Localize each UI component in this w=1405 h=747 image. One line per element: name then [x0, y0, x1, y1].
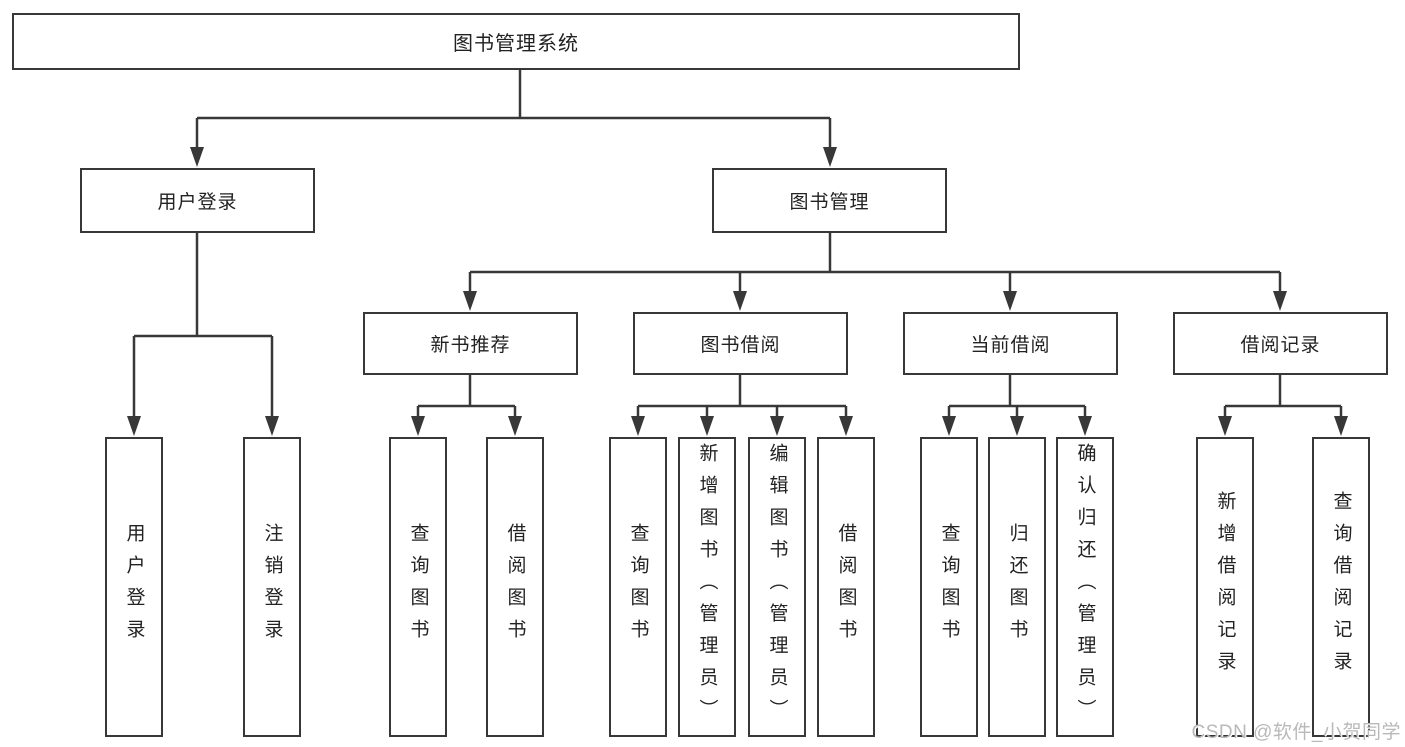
leaf-query-books-3-label: 查询图书: [938, 523, 960, 651]
leaf-add-borrow-record: 新增借阅记录: [1196, 437, 1254, 737]
leaf-edit-books-admin-label: 编辑图书（管理员）: [766, 443, 788, 731]
leaf-edit-books-admin: 编辑图书（管理员）: [748, 437, 806, 737]
leaf-borrow-books-1: 借阅图书: [486, 437, 544, 737]
leaf-borrow-books-1-label: 借阅图书: [504, 523, 526, 651]
leaf-logout: 注销登录: [243, 437, 301, 737]
leaf-query-books-2-label: 查询图书: [627, 523, 649, 651]
node-current-borrow: 当前借阅: [903, 312, 1118, 375]
leaf-query-books-3: 查询图书: [920, 437, 978, 737]
node-new-book-recommend-label: 新书推荐: [430, 335, 511, 356]
leaf-borrow-books-2: 借阅图书: [817, 437, 875, 737]
leaf-add-borrow-record-label: 新增借阅记录: [1214, 491, 1236, 683]
node-book-management-label: 图书管理: [789, 192, 870, 213]
leaf-add-books-admin-label: 新增图书（管理员）: [696, 443, 718, 731]
leaf-query-books-1-label: 查询图书: [407, 523, 429, 651]
csdn-watermark: CSDN @软件_小贺同学: [1191, 722, 1401, 743]
node-new-book-recommend: 新书推荐: [363, 312, 578, 375]
leaf-query-borrow-record: 查询借阅记录: [1312, 437, 1370, 737]
node-root-label: 图书管理系统: [453, 33, 579, 55]
leaf-logout-label: 注销登录: [261, 523, 283, 651]
leaf-add-books-admin: 新增图书（管理员）: [678, 437, 736, 737]
leaf-confirm-return-admin: 确认归还（管理员）: [1056, 437, 1114, 737]
node-book-management: 图书管理: [712, 168, 947, 233]
leaf-borrow-books-2-label: 借阅图书: [835, 523, 857, 651]
node-borrow-records-label: 借阅记录: [1240, 335, 1321, 356]
leaf-return-books-label: 归还图书: [1006, 523, 1028, 651]
node-current-borrow-label: 当前借阅: [970, 335, 1051, 356]
node-root: 图书管理系统: [12, 13, 1020, 70]
node-user-login: 用户登录: [80, 168, 315, 233]
leaf-query-books-1: 查询图书: [389, 437, 447, 737]
node-book-borrow: 图书借阅: [633, 312, 848, 375]
leaf-confirm-return-admin-label: 确认归还（管理员）: [1074, 443, 1096, 731]
leaf-return-books: 归还图书: [988, 437, 1046, 737]
leaf-user-login-label: 用户登录: [123, 523, 145, 651]
leaf-query-books-2: 查询图书: [609, 437, 667, 737]
node-book-borrow-label: 图书借阅: [700, 335, 781, 356]
leaf-user-login: 用户登录: [105, 437, 163, 737]
node-user-login-label: 用户登录: [157, 192, 238, 213]
node-borrow-records: 借阅记录: [1173, 312, 1388, 375]
leaf-query-borrow-record-label: 查询借阅记录: [1330, 491, 1352, 683]
